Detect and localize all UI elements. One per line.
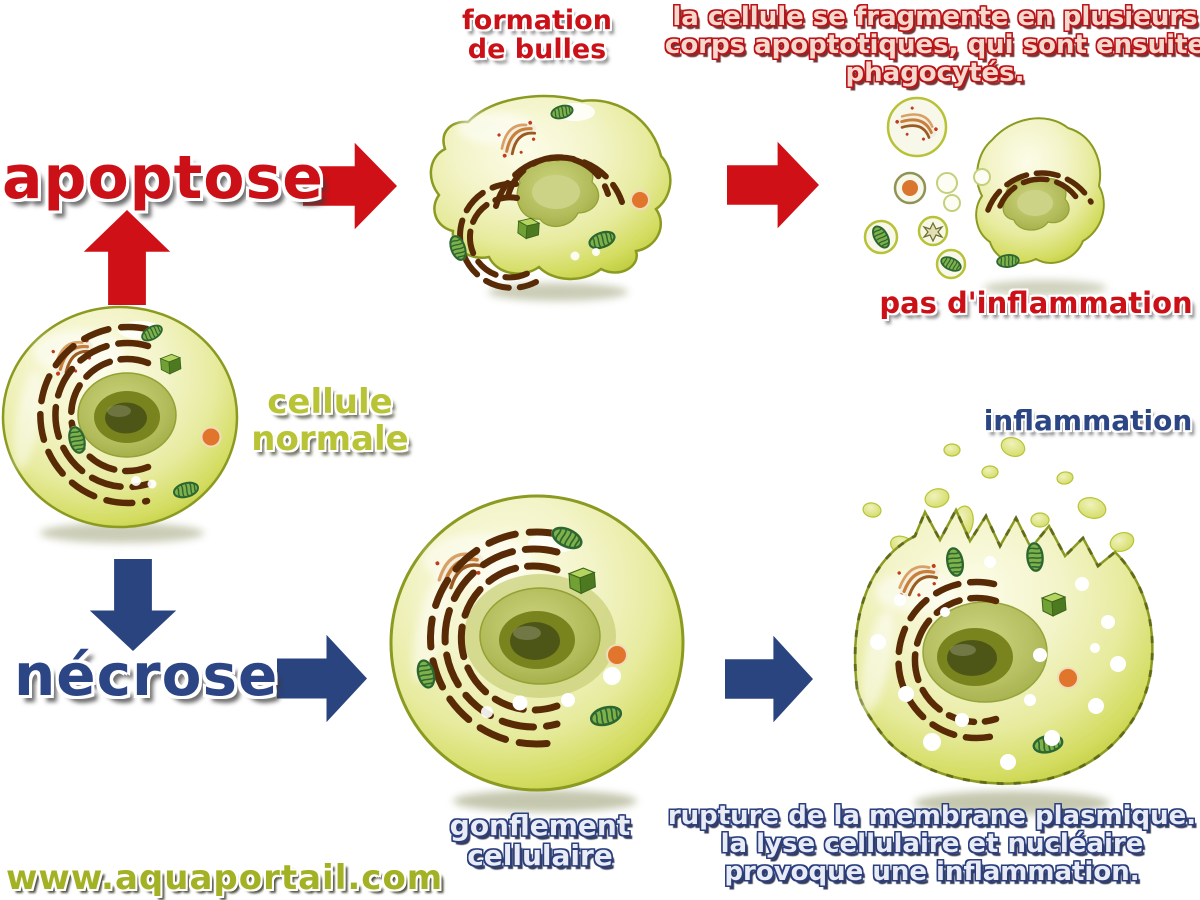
watermark: www.aquaportail.com: [6, 858, 444, 898]
blebbing-caption: formation de bulles: [462, 6, 612, 64]
blebbing-caption-line1: formation: [462, 5, 612, 36]
normal-cell-caption-line1: cellule: [267, 382, 393, 422]
apoptose-label: apoptose: [2, 143, 324, 213]
swelling-caption-line1: gonflement: [449, 809, 631, 842]
fragmentation-caption-line3: phagocytés.: [845, 58, 1025, 89]
ruptured-cell-illustration: [853, 436, 1154, 815]
necrose-label: nécrose: [14, 641, 279, 709]
blebbing-caption-line2: de bulles: [467, 34, 607, 66]
normal-cell-caption-line2: normale: [251, 418, 409, 459]
apoptotic-bodies-illustration: [863, 96, 1107, 296]
blebbing-cell-illustration: [429, 94, 672, 301]
normal-cell-caption: cellule normale: [251, 384, 408, 457]
fragmentation-caption: la cellule se fragmente en plusieurs cor…: [665, 3, 1200, 87]
cell-debris: [862, 436, 1135, 557]
swelling-caption-line2: cellulaire: [467, 839, 613, 873]
rupture-caption-line3: provoque une inflammation.: [724, 857, 1140, 888]
rupture-caption: rupture de la membrane plasmique. la lys…: [668, 802, 1196, 886]
vacuoles: [870, 556, 1126, 770]
normal-cell-illustration: [1, 305, 239, 543]
rupture-caption-line2: la lyse cellulaire et nucléaire: [720, 829, 1144, 860]
swelling-caption: gonflement cellulaire: [449, 809, 631, 873]
rupture-caption-line1: rupture de la membrane plasmique.: [667, 801, 1197, 831]
inflammation-label: inflammation: [983, 404, 1193, 437]
swollen-cell-illustration: [389, 494, 685, 812]
fragmentation-caption-line1: la cellule se fragmente en plusieurs: [672, 2, 1198, 32]
fragmentation-caption-line2: corps apoptotiques, qui sont ensuite: [664, 30, 1200, 61]
no-inflammation-label: pas d'inflammation: [879, 286, 1193, 320]
